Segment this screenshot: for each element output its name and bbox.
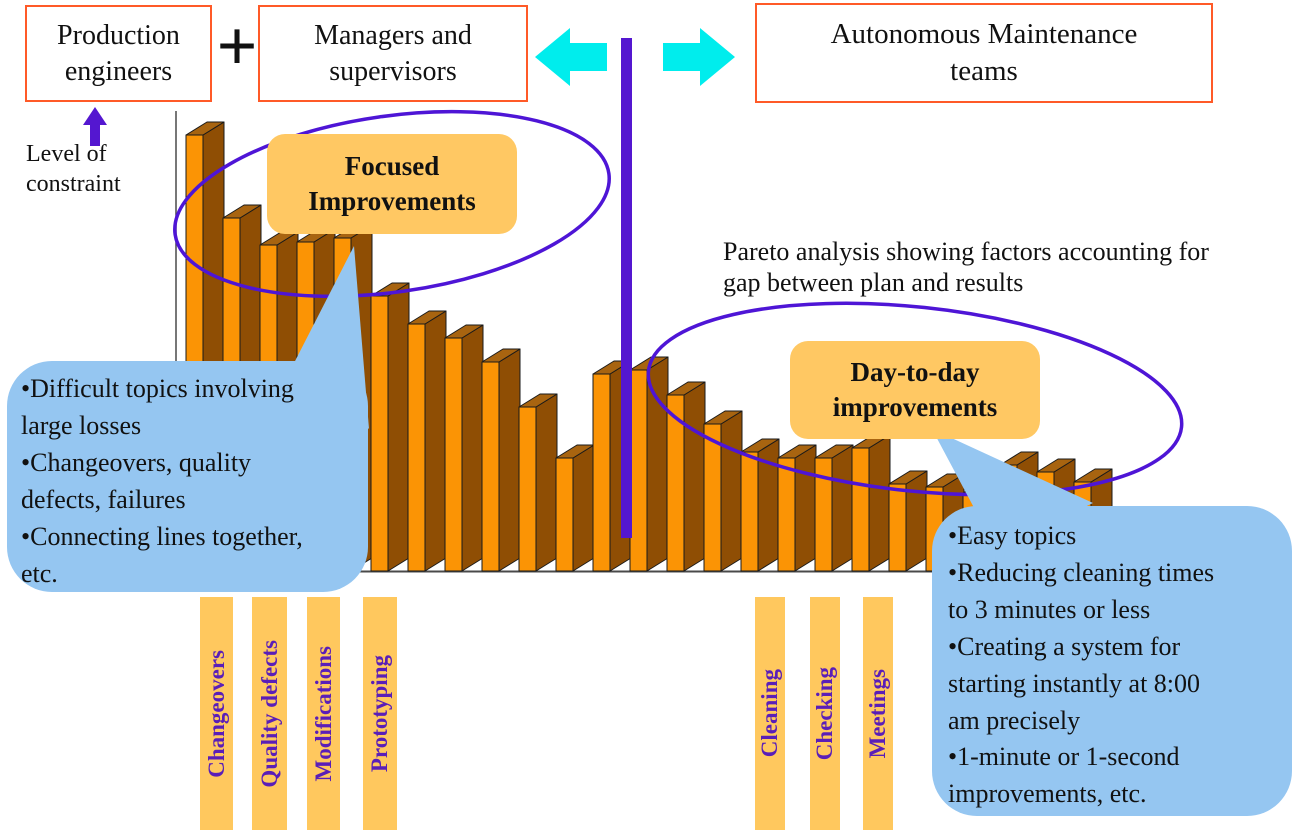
- pareto-bar: [444, 324, 484, 572]
- pareto-caption: Pareto analysis showing factors accounti…: [723, 237, 1209, 298]
- category-strip-label: Meetings: [865, 668, 890, 759]
- category-strip: Modifications: [307, 597, 340, 830]
- category-strip: Prototyping: [363, 597, 397, 830]
- category-strip: Checking: [810, 597, 840, 830]
- pareto-bar: [370, 282, 410, 572]
- focused-improvements-label: Focused Improvements: [267, 134, 517, 234]
- divider-line: [621, 38, 632, 538]
- day-to-day-ellipse: [646, 301, 1184, 497]
- category-strip-label: Checking: [812, 666, 837, 761]
- focused-improvements-text: Focused Improvements: [308, 150, 476, 216]
- box-production-engineers-label: Production engineers: [57, 19, 180, 87]
- pareto-bar: [666, 381, 706, 572]
- pareto-bar: [518, 393, 558, 572]
- box-managers-supervisors-label: Managers and supervisors: [314, 19, 472, 87]
- pareto-bar: [851, 434, 891, 572]
- category-strip-label: Cleaning: [757, 669, 782, 758]
- level-of-constraint-note: Level of constraint: [26, 141, 121, 197]
- pareto-bar: [888, 470, 928, 572]
- pareto-bar: [703, 410, 743, 572]
- pareto-bar: [555, 444, 595, 572]
- day-to-day-callout-bubble: •Easy topics •Reducing cleaning times to…: [932, 506, 1292, 816]
- category-strip: Quality defects: [252, 597, 287, 830]
- category-strip: Cleaning: [755, 597, 785, 830]
- focused-ellipse: [173, 109, 611, 299]
- category-strip-label: Prototyping: [367, 654, 392, 773]
- left-arrow-icon: [535, 28, 607, 86]
- box-autonomous-maintenance-label: Autonomous Maintenance teams: [830, 17, 1138, 87]
- category-strip-label: Modifications: [310, 645, 336, 782]
- category-strip: Changeovers: [200, 597, 233, 830]
- pareto-bar: [407, 310, 447, 572]
- pareto-bar: [629, 356, 669, 572]
- box-managers-supervisors: Managers and supervisors: [258, 5, 528, 102]
- right-arrow-icon: [663, 28, 735, 86]
- up-arrow-icon: [83, 107, 107, 146]
- pareto-bar: [481, 348, 521, 572]
- category-strip: Meetings: [863, 597, 893, 830]
- focused-callout-bubble: •Difficult topics involving large losses…: [7, 361, 368, 592]
- pareto-bar: [777, 444, 817, 572]
- box-autonomous-maintenance: Autonomous Maintenance teams: [755, 3, 1213, 103]
- box-production-engineers: Production engineers: [25, 5, 212, 102]
- category-strip-label: Changeovers: [203, 649, 229, 778]
- day-to-day-improvements-label: Day-to-day improvements: [790, 341, 1040, 439]
- pareto-bar: [814, 444, 854, 572]
- category-strip-label: Quality defects: [256, 639, 282, 788]
- plus-sign: +: [216, 5, 258, 86]
- day-to-day-improvements-text: Day-to-day improvements: [832, 356, 998, 422]
